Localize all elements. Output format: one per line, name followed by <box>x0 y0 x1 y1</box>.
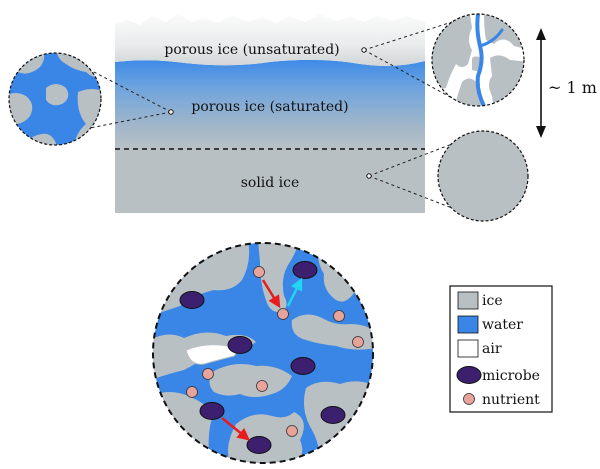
microbe <box>227 336 253 354</box>
legend-label-ice: ice <box>482 293 503 309</box>
nutrient <box>277 308 289 320</box>
uptake-arrow-red <box>261 279 281 309</box>
nutrient <box>333 310 345 322</box>
ice-grain <box>258 243 300 313</box>
nutrient <box>202 368 214 380</box>
saturated-layer <box>115 59 425 150</box>
legend-swatch-water <box>457 315 479 334</box>
scale-bar: ~ 1 m <box>536 28 597 138</box>
legend-label-microbe: microbe <box>482 368 540 384</box>
microbe <box>290 357 316 375</box>
unsaturated-point <box>361 47 367 53</box>
legend-swatch-nutrient <box>463 393 475 405</box>
microbe <box>292 261 318 279</box>
solid-label: solid ice <box>241 175 300 191</box>
nutrient <box>352 336 364 348</box>
nutrient <box>286 425 298 437</box>
microbe <box>199 402 225 420</box>
legend-label-nutrient: nutrient <box>482 392 540 408</box>
microbes <box>179 261 346 454</box>
microbe <box>179 291 205 309</box>
zoom-leaders <box>89 21 453 209</box>
release-arrow-cyan <box>286 277 303 307</box>
zoom-unsaturated <box>431 13 525 107</box>
solid-ice-layer <box>115 149 425 213</box>
legend-label-water: water <box>482 317 523 333</box>
unsaturated-layer <box>115 14 425 66</box>
zoom-solid <box>437 130 529 222</box>
legend-swatch-air <box>457 339 479 358</box>
air-pocket <box>185 344 237 365</box>
ice-grain <box>209 364 292 397</box>
nutrient <box>253 266 265 278</box>
microbe <box>246 436 272 454</box>
legend-swatch-ice <box>457 291 479 310</box>
zoom-microscale <box>152 242 374 464</box>
scale-label: ~ 1 m <box>548 78 597 97</box>
legend-swatch-microbe <box>456 366 482 384</box>
zoom-saturated <box>8 52 102 146</box>
ice-column: porous ice (unsaturated) porous ice (sat… <box>115 14 425 213</box>
uptake-arrow-red-lower <box>221 417 250 441</box>
solid-point <box>366 173 372 179</box>
nutrient <box>256 380 268 392</box>
legend: ice water air microbe nutrient <box>449 285 553 413</box>
nutrients <box>186 266 364 437</box>
microbe <box>320 406 346 424</box>
saturated-point <box>168 109 174 115</box>
unsaturated-label: porous ice (unsaturated) <box>164 42 339 58</box>
saturated-label: porous ice (saturated) <box>191 99 348 115</box>
legend-label-air: air <box>482 341 502 357</box>
nutrient <box>186 386 198 398</box>
